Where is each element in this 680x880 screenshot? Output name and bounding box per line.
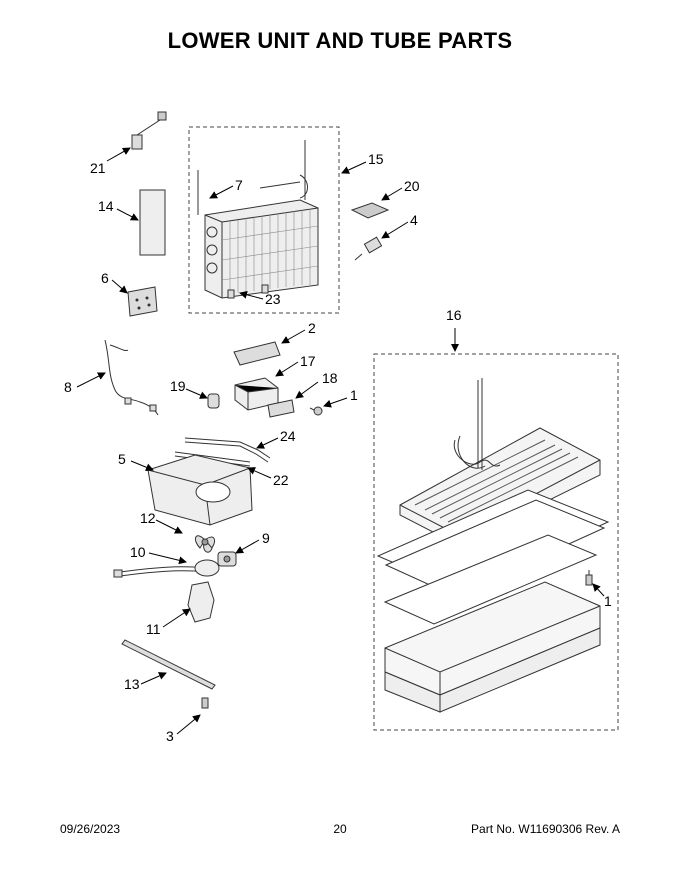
part-11-motor-mount [187,581,215,623]
part-5-fan-shroud [147,454,253,526]
footer-date: 09/26/2023 [60,822,121,836]
callout-3: 3 [166,728,174,744]
part-2-cover [233,341,281,366]
part-12-fan-blade [194,535,216,553]
footer-part-info: Part No. W11690306 Rev. A [471,822,620,836]
callout-20: 20 [404,178,420,194]
part-15-evaporator [197,140,319,299]
callout-12: 12 [140,510,156,526]
part-19-plug [207,393,220,409]
part-3-screw [201,697,209,709]
part-21-thermistor [131,111,167,150]
callout-9: 9 [262,530,270,546]
part-14-insulation [139,189,166,256]
part-18-plate [267,399,295,418]
part-6-bracket [127,286,158,317]
callout-18: 18 [322,370,338,386]
callout-10: 10 [130,544,146,560]
callout-1-upper: 1 [350,387,358,403]
part-8-wire-harness [104,339,159,416]
leader-lines [76,147,605,735]
callout-13: 13 [124,676,140,692]
callout-23: 23 [265,291,281,307]
page-title: LOWER UNIT AND TUBE PARTS [167,28,513,53]
callout-16: 16 [446,307,462,323]
callout-4: 4 [410,212,418,228]
part-1-screw-a [309,406,323,416]
part-24-tube [184,437,271,463]
callout-21: 21 [90,160,106,176]
part-9-fan-motor [217,551,237,567]
callout-11: 11 [146,621,161,637]
callout-7: 7 [235,177,243,193]
drain-pan-group-box [373,353,619,731]
callout-2: 2 [308,320,316,336]
part-1-screw-b [585,570,593,586]
callout-1-lower: 1 [604,593,612,609]
part-10-motor-bracket [113,559,220,578]
callout-14: 14 [98,198,114,214]
callout-24: 24 [280,428,296,444]
part-20-clip [350,202,390,219]
part-13-strip [121,639,216,690]
part-16-drain-pan-assembly [376,378,610,713]
part-4-sensor [354,236,383,261]
callout-6: 6 [101,270,109,286]
callout-8: 8 [64,379,72,395]
callout-15: 15 [368,151,384,167]
callout-17: 17 [300,353,316,369]
callout-22: 22 [273,472,289,488]
callout-19: 19 [170,378,186,394]
part-17-housing [234,377,279,411]
callout-5: 5 [118,451,126,467]
footer-page-number: 20 [333,822,347,836]
